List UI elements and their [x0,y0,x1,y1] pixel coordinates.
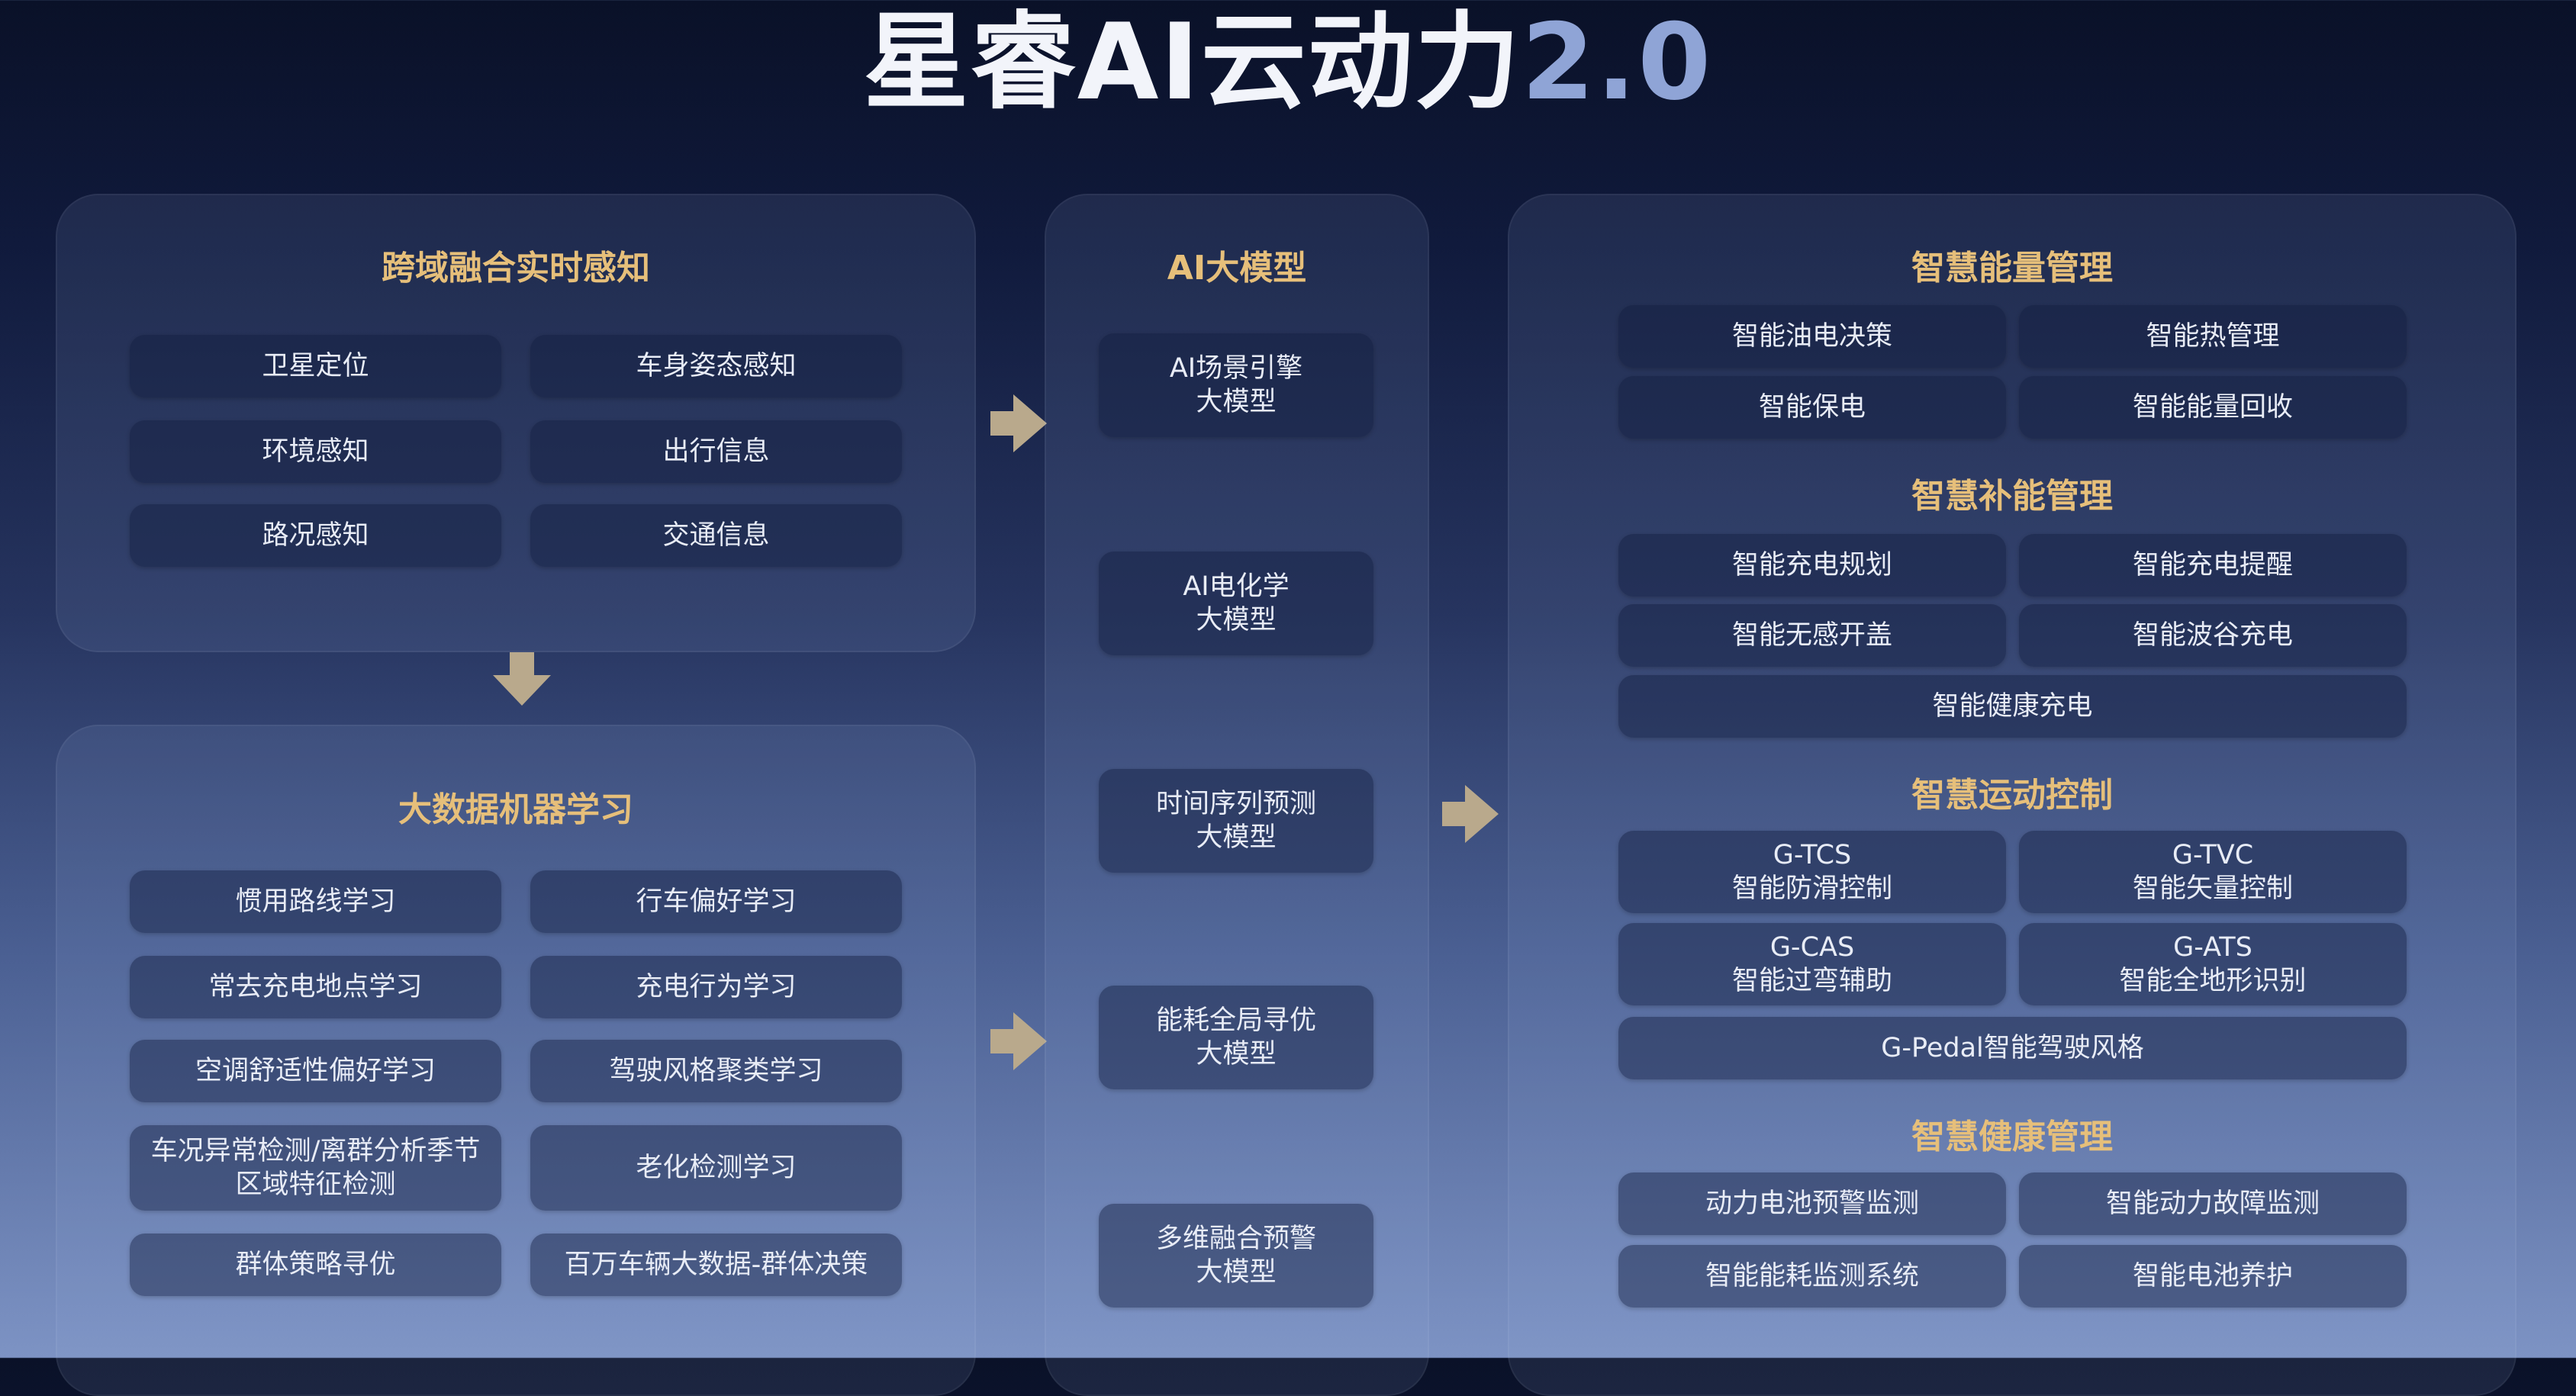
health-item: 智能动力故障监测 [2019,1172,2407,1235]
perception-item: 车身姿态感知 [530,335,902,397]
health-title: 智慧健康管理 [1911,1118,2113,1156]
energy-item: 智能油电决策 [1618,305,2006,368]
model-item: AI电化学大模型 [1099,552,1373,655]
perception-item: 环境感知 [130,420,501,483]
motion-item-wide: G-Pedal智能驾驶风格 [1618,1017,2407,1079]
motion-code: G-CAS [1769,932,1855,963]
ml-item: 老化检测学习 [530,1125,902,1211]
title-version: 2.0 [1521,1,1713,124]
ai-models-title: AI大模型 [1167,249,1307,288]
motion-name: 智能矢量控制 [2132,873,2293,904]
model-name: 多维融合预警 [1155,1224,1316,1254]
page-title: 星睿AI云动力2.0 [0,2,2576,124]
model-name: 能耗全局寻优 [1155,1005,1316,1036]
charging-item: 智能充电规划 [1618,534,2006,597]
motion-code: G-TCS [1773,840,1852,870]
perception-item: 卫星定位 [130,335,501,397]
ml-item: 充电行为学习 [530,956,902,1018]
motion-code: G-ATS [2173,932,2252,963]
model-item: 能耗全局寻优大模型 [1099,986,1373,1089]
management-panel: 智慧能量管理 智能油电决策 智能热管理 智能保电 智能能量回收 智慧补能管理 智… [1508,194,2516,1396]
charging-title: 智慧补能管理 [1911,477,2113,516]
model-type: 大模型 [1196,605,1277,635]
ml-item: 车况异常检测/离群分析季节区域特征检测 [130,1125,501,1211]
energy-item: 智能热管理 [2019,305,2407,368]
health-item: 动力电池预警监测 [1618,1172,2006,1235]
arrow-down-icon [493,652,551,706]
model-item: 时间序列预测大模型 [1099,769,1373,873]
arrow-right-icon [990,394,1047,452]
charging-item: 智能充电提醒 [2019,534,2407,597]
model-type: 大模型 [1196,822,1277,853]
ml-item: 驾驶风格聚类学习 [530,1040,902,1102]
perception-item: 交通信息 [530,504,902,567]
health-item: 智能能耗监测系统 [1618,1245,2006,1308]
charging-item: 智能健康充电 [1618,675,2407,738]
ml-item: 群体策略寻优 [130,1234,501,1296]
ai-models-panel: AI大模型 AI场景引擎大模型 AI电化学大模型 时间序列预测大模型 能耗全局寻… [1045,194,1429,1396]
arrow-right-icon [1442,785,1499,843]
ml-item: 百万车辆大数据-群体决策 [530,1234,902,1296]
ml-panel: 大数据机器学习 惯用路线学习 行车偏好学习 常去充电地点学习 充电行为学习 空调… [56,725,976,1396]
model-item: 多维融合预警大模型 [1099,1204,1373,1308]
charging-item: 智能无感开盖 [1618,604,2006,667]
energy-item: 智能保电 [1618,376,2006,439]
model-item: AI场景引擎大模型 [1099,333,1373,437]
model-type: 大模型 [1196,1257,1277,1288]
arrow-right-icon [990,1012,1047,1070]
health-item: 智能电池养护 [2019,1245,2407,1308]
model-type: 大模型 [1196,1039,1277,1070]
ml-item: 常去充电地点学习 [130,956,501,1018]
model-name: AI场景引擎 [1169,353,1303,384]
model-type: 大模型 [1196,387,1277,417]
motion-name: 智能防滑控制 [1731,873,1892,904]
motion-name: 智能全地形识别 [2119,966,2307,996]
energy-item: 智能能量回收 [2019,376,2407,439]
perception-item: 出行信息 [530,420,902,483]
perception-item: 路况感知 [130,504,501,567]
perception-title: 跨域融合实时感知 [382,249,650,288]
energy-title: 智慧能量管理 [1911,249,2113,288]
ml-item: 行车偏好学习 [530,870,902,933]
motion-title: 智慧运动控制 [1911,776,2113,815]
model-name: AI电化学 [1183,571,1290,602]
ml-item: 惯用路线学习 [130,870,501,933]
model-name: 时间序列预测 [1155,789,1316,819]
charging-item: 智能波谷充电 [2019,604,2407,667]
ml-title: 大数据机器学习 [398,790,633,829]
perception-panel: 跨域融合实时感知 卫星定位 车身姿态感知 环境感知 出行信息 路况感知 交通信息 [56,194,976,652]
motion-name: 智能过弯辅助 [1731,966,1892,996]
motion-code: G-TVC [2172,840,2254,870]
title-main: 星睿AI云动力 [863,1,1521,124]
ml-item: 空调舒适性偏好学习 [130,1040,501,1102]
